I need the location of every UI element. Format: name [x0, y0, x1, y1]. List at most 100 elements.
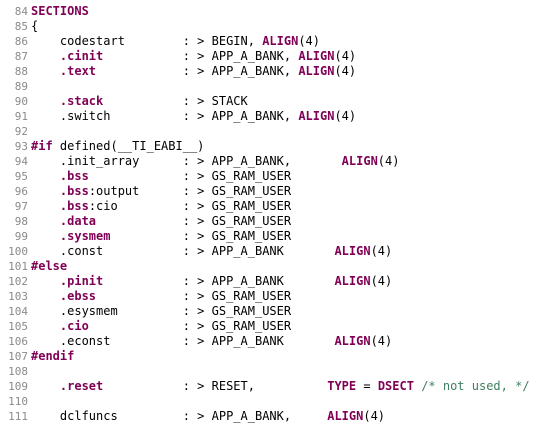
code-text[interactable]: dclfuncs : > APP_A_BANK, ALIGN(4)	[31, 409, 385, 424]
code-token: (4)	[377, 154, 400, 168]
code-text[interactable]: .pinit : > APP_A_BANK ALIGN(4)	[31, 274, 392, 289]
code-token: (4)	[334, 49, 357, 63]
code-text[interactable]: .bss : > GS_RAM_USER	[31, 169, 291, 184]
keyword-token: ALIGN	[298, 109, 335, 123]
code-line[interactable]: 109 .reset : > RESET, TYPE = DSECT /* no…	[0, 379, 558, 394]
code-token: : > APP_A_BANK,	[103, 49, 299, 63]
keyword-token: ALIGN	[341, 154, 378, 168]
line-number: 104	[8, 305, 28, 318]
code-line[interactable]: 95 .bss : > GS_RAM_USER	[0, 169, 558, 184]
line-number: 105	[8, 320, 28, 333]
keyword-token: SECTIONS	[31, 4, 89, 18]
code-token: .const : > APP_A_BANK	[31, 244, 335, 258]
code-text[interactable]: .cio : > GS_RAM_USER	[31, 319, 291, 334]
line-number: 98	[14, 215, 28, 228]
code-text[interactable]: .init_array : > APP_A_BANK, ALIGN(4)	[31, 154, 400, 169]
comment-token: /* not used, */	[421, 379, 530, 393]
code-text[interactable]: .esysmem : > GS_RAM_USER	[31, 304, 291, 319]
code-token: dclfuncs : > APP_A_BANK,	[31, 409, 328, 423]
code-line[interactable]: 87 .cinit : > APP_A_BANK, ALIGN(4)	[0, 49, 558, 64]
keyword-token: .ebss	[59, 289, 97, 303]
code-text[interactable]: .sysmem : > GS_RAM_USER	[31, 229, 291, 244]
keyword-token: .sysmem	[59, 229, 111, 243]
code-line[interactable]: 85{	[0, 19, 558, 34]
line-number: 96	[14, 185, 28, 198]
code-line[interactable]: 94 .init_array : > APP_A_BANK, ALIGN(4)	[0, 154, 558, 169]
code-token: : > APP_A_BANK	[103, 274, 335, 288]
keyword-token: ALIGN	[298, 64, 335, 78]
code-token: : > GS_RAM_USER	[88, 169, 292, 183]
code-line[interactable]: 111 dclfuncs : > APP_A_BANK, ALIGN(4)	[0, 409, 558, 424]
code-text[interactable]: {	[31, 19, 38, 34]
code-line[interactable]: 100 .const : > APP_A_BANK ALIGN(4)	[0, 244, 558, 259]
code-token: (4)	[370, 244, 393, 258]
code-token: (4)	[334, 64, 357, 78]
line-number: 111	[8, 410, 28, 423]
code-token: =	[356, 379, 378, 393]
code-text[interactable]: .cinit : > APP_A_BANK, ALIGN(4)	[31, 49, 356, 64]
code-line[interactable]: 99 .sysmem : > GS_RAM_USER	[0, 229, 558, 244]
keyword-token: .reset	[59, 379, 104, 393]
keyword-token: ALIGN	[327, 409, 364, 423]
line-number: 99	[14, 230, 28, 243]
code-text[interactable]: .text : > APP_A_BANK, ALIGN(4)	[31, 64, 356, 79]
code-token	[31, 184, 60, 198]
code-token: :cio : > GS_RAM_USER	[88, 199, 292, 213]
code-text[interactable]: .econst : > APP_A_BANK ALIGN(4)	[31, 334, 392, 349]
code-line[interactable]: 92	[0, 124, 558, 139]
line-number: 90	[14, 95, 28, 108]
code-token: (4)	[370, 334, 393, 348]
code-line[interactable]: 89	[0, 79, 558, 94]
code-line[interactable]: 102 .pinit : > APP_A_BANK ALIGN(4)	[0, 274, 558, 289]
code-text[interactable]: SECTIONS	[31, 4, 89, 19]
code-line[interactable]: 104 .esysmem : > GS_RAM_USER	[0, 304, 558, 319]
code-line[interactable]: 91 .switch : > APP_A_BANK, ALIGN(4)	[0, 109, 558, 124]
code-token: (4)	[370, 274, 393, 288]
keyword-token: TYPE	[327, 379, 357, 393]
line-number: 97	[14, 200, 28, 213]
code-line[interactable]: 88 .text : > APP_A_BANK, ALIGN(4)	[0, 64, 558, 79]
keyword-token: ALIGN	[298, 49, 335, 63]
code-line[interactable]: 108	[0, 364, 558, 379]
keyword-token: ALIGN	[262, 34, 299, 48]
keyword-token: DSECT	[377, 379, 414, 393]
code-token: (4)	[363, 409, 386, 423]
code-line[interactable]: 105 .cio : > GS_RAM_USER	[0, 319, 558, 334]
code-line[interactable]: 107#endif	[0, 349, 558, 364]
code-line[interactable]: 103 .ebss : > GS_RAM_USER	[0, 289, 558, 304]
code-text[interactable]: #if defined(__TI_EABI__)	[31, 139, 204, 154]
code-line[interactable]: 110	[0, 394, 558, 409]
code-line[interactable]: 96 .bss:output : > GS_RAM_USER	[0, 184, 558, 199]
code-text[interactable]: codestart : > BEGIN, ALIGN(4)	[31, 34, 320, 49]
code-text[interactable]: .stack : > STACK	[31, 94, 248, 109]
code-token	[31, 169, 60, 183]
code-text[interactable]: .const : > APP_A_BANK ALIGN(4)	[31, 244, 392, 259]
code-token	[31, 229, 60, 243]
code-line[interactable]: 98 .data : > GS_RAM_USER	[0, 214, 558, 229]
code-token: : > STACK	[103, 94, 248, 108]
code-text[interactable]: #else	[31, 259, 67, 274]
code-token	[31, 214, 60, 228]
code-text[interactable]: .bss:output : > GS_RAM_USER	[31, 184, 291, 199]
code-token: : > APP_A_BANK,	[96, 64, 299, 78]
code-line[interactable]: 106 .econst : > APP_A_BANK ALIGN(4)	[0, 334, 558, 349]
keyword-token: ALIGN	[334, 274, 371, 288]
line-number: 88	[14, 65, 28, 78]
code-token: : > RESET,	[103, 379, 328, 393]
code-text[interactable]: #endif	[31, 349, 74, 364]
code-line[interactable]: 93#if defined(__TI_EABI__)	[0, 139, 558, 154]
code-token	[31, 199, 60, 213]
code-text[interactable]: .switch : > APP_A_BANK, ALIGN(4)	[31, 109, 356, 124]
code-text[interactable]: .bss:cio : > GS_RAM_USER	[31, 199, 291, 214]
code-text[interactable]: .ebss : > GS_RAM_USER	[31, 289, 291, 304]
code-text[interactable]: .data : > GS_RAM_USER	[31, 214, 291, 229]
keyword-token: #endif	[31, 349, 75, 363]
code-line[interactable]: 97 .bss:cio : > GS_RAM_USER	[0, 199, 558, 214]
code-line[interactable]: 86 codestart : > BEGIN, ALIGN(4)	[0, 34, 558, 49]
code-text[interactable]: .reset : > RESET, TYPE = DSECT /* not us…	[31, 379, 530, 394]
code-token	[31, 274, 60, 288]
code-line[interactable]: 101#else	[0, 259, 558, 274]
code-line[interactable]: 90 .stack : > STACK	[0, 94, 558, 109]
